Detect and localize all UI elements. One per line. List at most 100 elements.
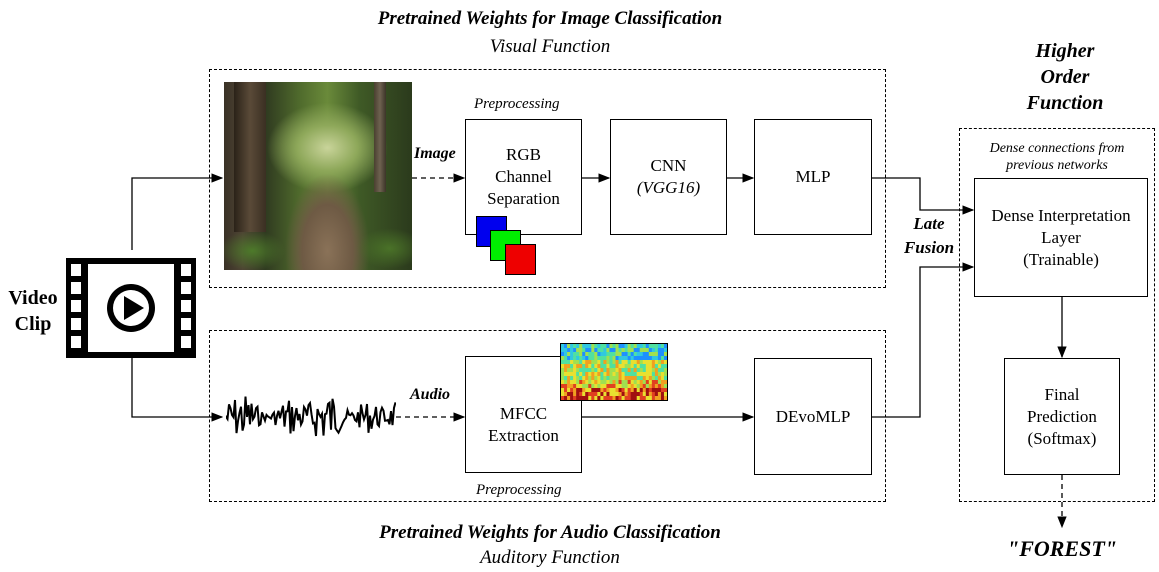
spectrogram-cell	[567, 348, 571, 353]
spectrogram-cell	[573, 380, 577, 385]
visual-branch-region	[209, 69, 886, 288]
spectrogram-cell	[624, 360, 628, 365]
spectrogram-cell	[627, 356, 631, 361]
late-fusion-line2: Fusion	[903, 238, 955, 257]
spectrogram-cell	[660, 372, 665, 377]
spectrogram-cell	[636, 368, 641, 373]
spectrogram-cell	[648, 380, 653, 385]
spectrogram-cell	[597, 356, 601, 361]
spectrogram-cell	[609, 396, 613, 400]
spectrogram-cell	[654, 392, 659, 397]
spectrogram-cell	[582, 392, 586, 397]
spectrogram-cell	[648, 384, 653, 389]
spectrogram-cell	[594, 364, 598, 369]
spectrogram-cell	[651, 360, 656, 365]
spectrogram-cell	[582, 388, 586, 393]
spectrogram-cell	[645, 372, 650, 377]
spectrogram-cell	[609, 384, 613, 389]
spectrogram-cell	[639, 392, 644, 397]
higher-order-title: Higher Order Function	[1010, 38, 1120, 116]
spectrogram-cell	[573, 392, 577, 397]
spectrogram-cell	[627, 396, 631, 400]
audio-title: Pretrained Weights for Audio Classificat…	[379, 522, 721, 543]
spectrogram-cell	[648, 372, 653, 377]
spectrogram-cell	[564, 396, 568, 400]
spectrogram-cell	[645, 396, 650, 400]
spectrogram-cell	[579, 352, 583, 357]
cnn-box: CNN (VGG16)	[610, 119, 727, 235]
spectrogram-cell	[618, 364, 622, 369]
spectrogram-cell	[570, 392, 574, 397]
spectrogram-cell	[663, 392, 667, 397]
spectrogram-cell	[648, 388, 653, 393]
spectrogram-cell	[594, 368, 598, 373]
spectrogram-cell	[612, 392, 616, 397]
spectrogram-cell	[642, 356, 647, 361]
spectrogram-cell	[579, 348, 583, 353]
spectrogram-cell	[570, 376, 574, 381]
higher-order-line1: Higher	[1035, 40, 1095, 62]
spectrogram-cell	[585, 396, 589, 400]
visual-preprocessing-label: Preprocessing	[474, 96, 560, 112]
spectrogram-cell	[588, 388, 592, 393]
spectrogram-cell	[588, 376, 592, 381]
spectrogram-cell	[636, 392, 641, 397]
spectrogram-cell	[564, 372, 568, 377]
spectrogram-cell	[633, 388, 638, 393]
spectrogram-cell	[570, 356, 574, 361]
spectrogram-cell	[579, 368, 583, 373]
spectrogram-cell	[621, 344, 625, 349]
spectrogram-cell	[576, 352, 580, 357]
spectrogram-cell	[597, 364, 601, 369]
spectrogram-cell	[645, 352, 650, 357]
spectrogram-cell	[648, 352, 653, 357]
spectrogram-cell	[606, 396, 610, 400]
spectrogram-cell	[642, 380, 647, 385]
spectrogram-cell	[645, 356, 650, 361]
spectrogram-cell	[603, 356, 607, 361]
spectrogram-cell	[645, 392, 650, 397]
spectrogram-cell	[651, 364, 656, 369]
spectrogram-cell	[624, 364, 628, 369]
dense-note-line1: Dense connections from	[989, 141, 1125, 156]
spectrogram-cell	[600, 360, 604, 365]
late-fusion-label: Late Fusion	[894, 212, 964, 260]
spectrogram-cell	[633, 396, 638, 400]
audio-branch-region	[209, 330, 886, 502]
spectrogram-cell	[588, 344, 592, 349]
spectrogram-cell	[627, 388, 631, 393]
spectrogram-cell	[624, 372, 628, 377]
spectrogram-cell	[606, 380, 610, 385]
spectrogram-cell	[561, 372, 565, 377]
spectrogram-cell	[651, 356, 656, 361]
spectrogram-cell	[621, 388, 625, 393]
spectrogram-cell	[651, 368, 656, 373]
spectrogram-cell	[585, 384, 589, 389]
spectrogram-cell	[609, 368, 613, 373]
video-clip-label-line1: Video	[8, 287, 58, 309]
spectrogram-cell	[651, 388, 656, 393]
spectrogram-cell	[591, 352, 595, 357]
spectrogram-cell	[570, 368, 574, 373]
spectrogram-cell	[606, 384, 610, 389]
spectrogram-cell	[564, 384, 568, 389]
spectrogram-cell	[660, 384, 665, 389]
spectrogram-cell	[627, 344, 631, 349]
spectrogram-cell	[600, 392, 604, 397]
higher-order-line3: Function	[1026, 92, 1104, 114]
spectrogram-cell	[663, 356, 667, 361]
spectrogram-cell	[657, 360, 662, 365]
spectrogram-cell	[618, 372, 622, 377]
spectrogram-cell	[567, 388, 571, 393]
higher-order-line2: Order	[1040, 66, 1090, 88]
spectrogram-cell	[654, 380, 659, 385]
spectrogram-cell	[567, 392, 571, 397]
spectrogram-cell	[564, 380, 568, 385]
spectrogram-cell	[654, 372, 659, 377]
spectrogram-cell	[618, 396, 622, 400]
mfcc-box-line1: MFCC	[499, 403, 548, 423]
spectrogram-cell	[657, 364, 662, 369]
mfcc-spectrogram-image	[560, 343, 668, 401]
spectrogram-cell	[645, 364, 650, 369]
